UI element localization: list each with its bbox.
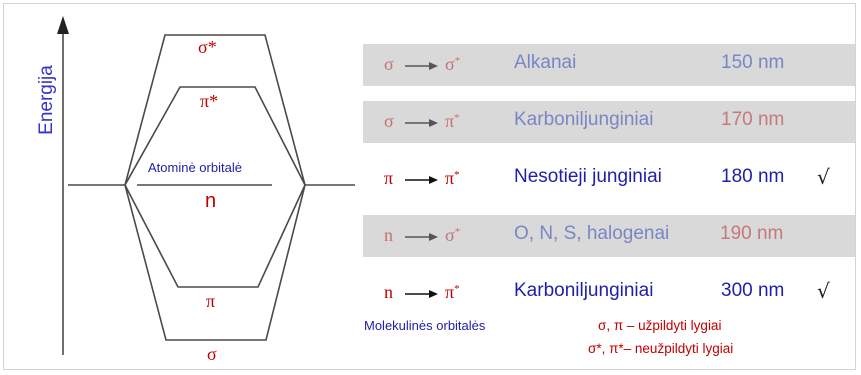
transition-wavelength: 170 nm — [721, 109, 785, 130]
pi-star-level — [124, 86, 306, 186]
transition-to-orbital: σ* — [445, 225, 460, 246]
pi-symbol: π — [206, 291, 216, 311]
transition-arrow-icon — [405, 62, 438, 70]
transition-to-symbol: π — [445, 282, 455, 302]
pi-star-symbol: π* — [200, 91, 219, 111]
transition-to-symbol: σ — [445, 54, 455, 74]
sigma-level — [124, 184, 306, 341]
antibonding-mark: * — [454, 226, 461, 238]
transition-from-orbital: σ — [384, 54, 394, 74]
transition-wavelength: 190 nm — [720, 223, 784, 244]
transition-wavelength: 300 nm — [721, 280, 785, 301]
energy-axis-arrow-head — [57, 16, 69, 34]
legend-filled-levels: σ, π – užpildyti lygiai — [598, 318, 722, 333]
energy-axis-label: Energija — [36, 65, 57, 135]
transition-to-symbol: π — [445, 168, 455, 188]
transition-arrow-icon — [405, 233, 438, 241]
diagram-frame — [3, 3, 856, 370]
transition-to-orbital: π* — [445, 111, 460, 132]
transition-compound-class: Alkanai — [514, 52, 577, 73]
sigma-star-level — [124, 34, 306, 186]
transition-from-orbital: n — [384, 225, 393, 245]
check-mark-icon: √ — [817, 279, 830, 303]
atomic-orbital-label: Atominė orbitalė — [148, 160, 242, 175]
transition-to-symbol: σ — [445, 225, 455, 245]
antibonding-mark: * — [454, 112, 460, 124]
transition-arrow-icon — [405, 290, 438, 298]
n-symbol: n — [205, 190, 217, 212]
transition-compound-class: Nesotieji junginiai — [514, 166, 662, 187]
transition-compound-class: Karboniljunginiai — [514, 280, 654, 301]
antibonding-mark: * — [454, 169, 460, 181]
transition-compound-class: O, N, S, halogenai — [514, 223, 670, 244]
transition-to-orbital: π* — [445, 282, 460, 303]
antibonding-mark: * — [454, 55, 461, 67]
legend-empty-levels: σ*, π*– neužpildyti lygiai — [588, 341, 734, 356]
transition-to-symbol: π — [445, 111, 455, 131]
check-mark-icon: √ — [817, 165, 830, 189]
sigma-star-symbol: σ* — [198, 37, 217, 57]
pi-level — [124, 184, 306, 288]
transition-from-orbital: n — [384, 282, 393, 302]
transition-wavelength: 150 nm — [721, 52, 785, 73]
transition-wavelength: 180 nm — [721, 166, 785, 187]
transition-to-orbital: π* — [445, 168, 460, 189]
sigma-symbol: σ — [207, 344, 217, 364]
antibonding-mark: * — [454, 283, 460, 295]
transition-arrow-icon — [405, 176, 438, 184]
transition-row-background — [363, 101, 855, 143]
transition-arrow-icon — [405, 119, 438, 127]
transition-to-orbital: σ* — [445, 54, 460, 75]
molecular-orbitals-label: Molekulinės orbitalės — [364, 318, 486, 333]
transition-row-background — [363, 44, 855, 86]
transition-from-orbital: π — [384, 168, 394, 188]
transition-from-orbital: σ — [384, 111, 394, 131]
transition-compound-class: Karboniljunginiai — [514, 109, 654, 130]
transition-row-background — [363, 215, 855, 257]
